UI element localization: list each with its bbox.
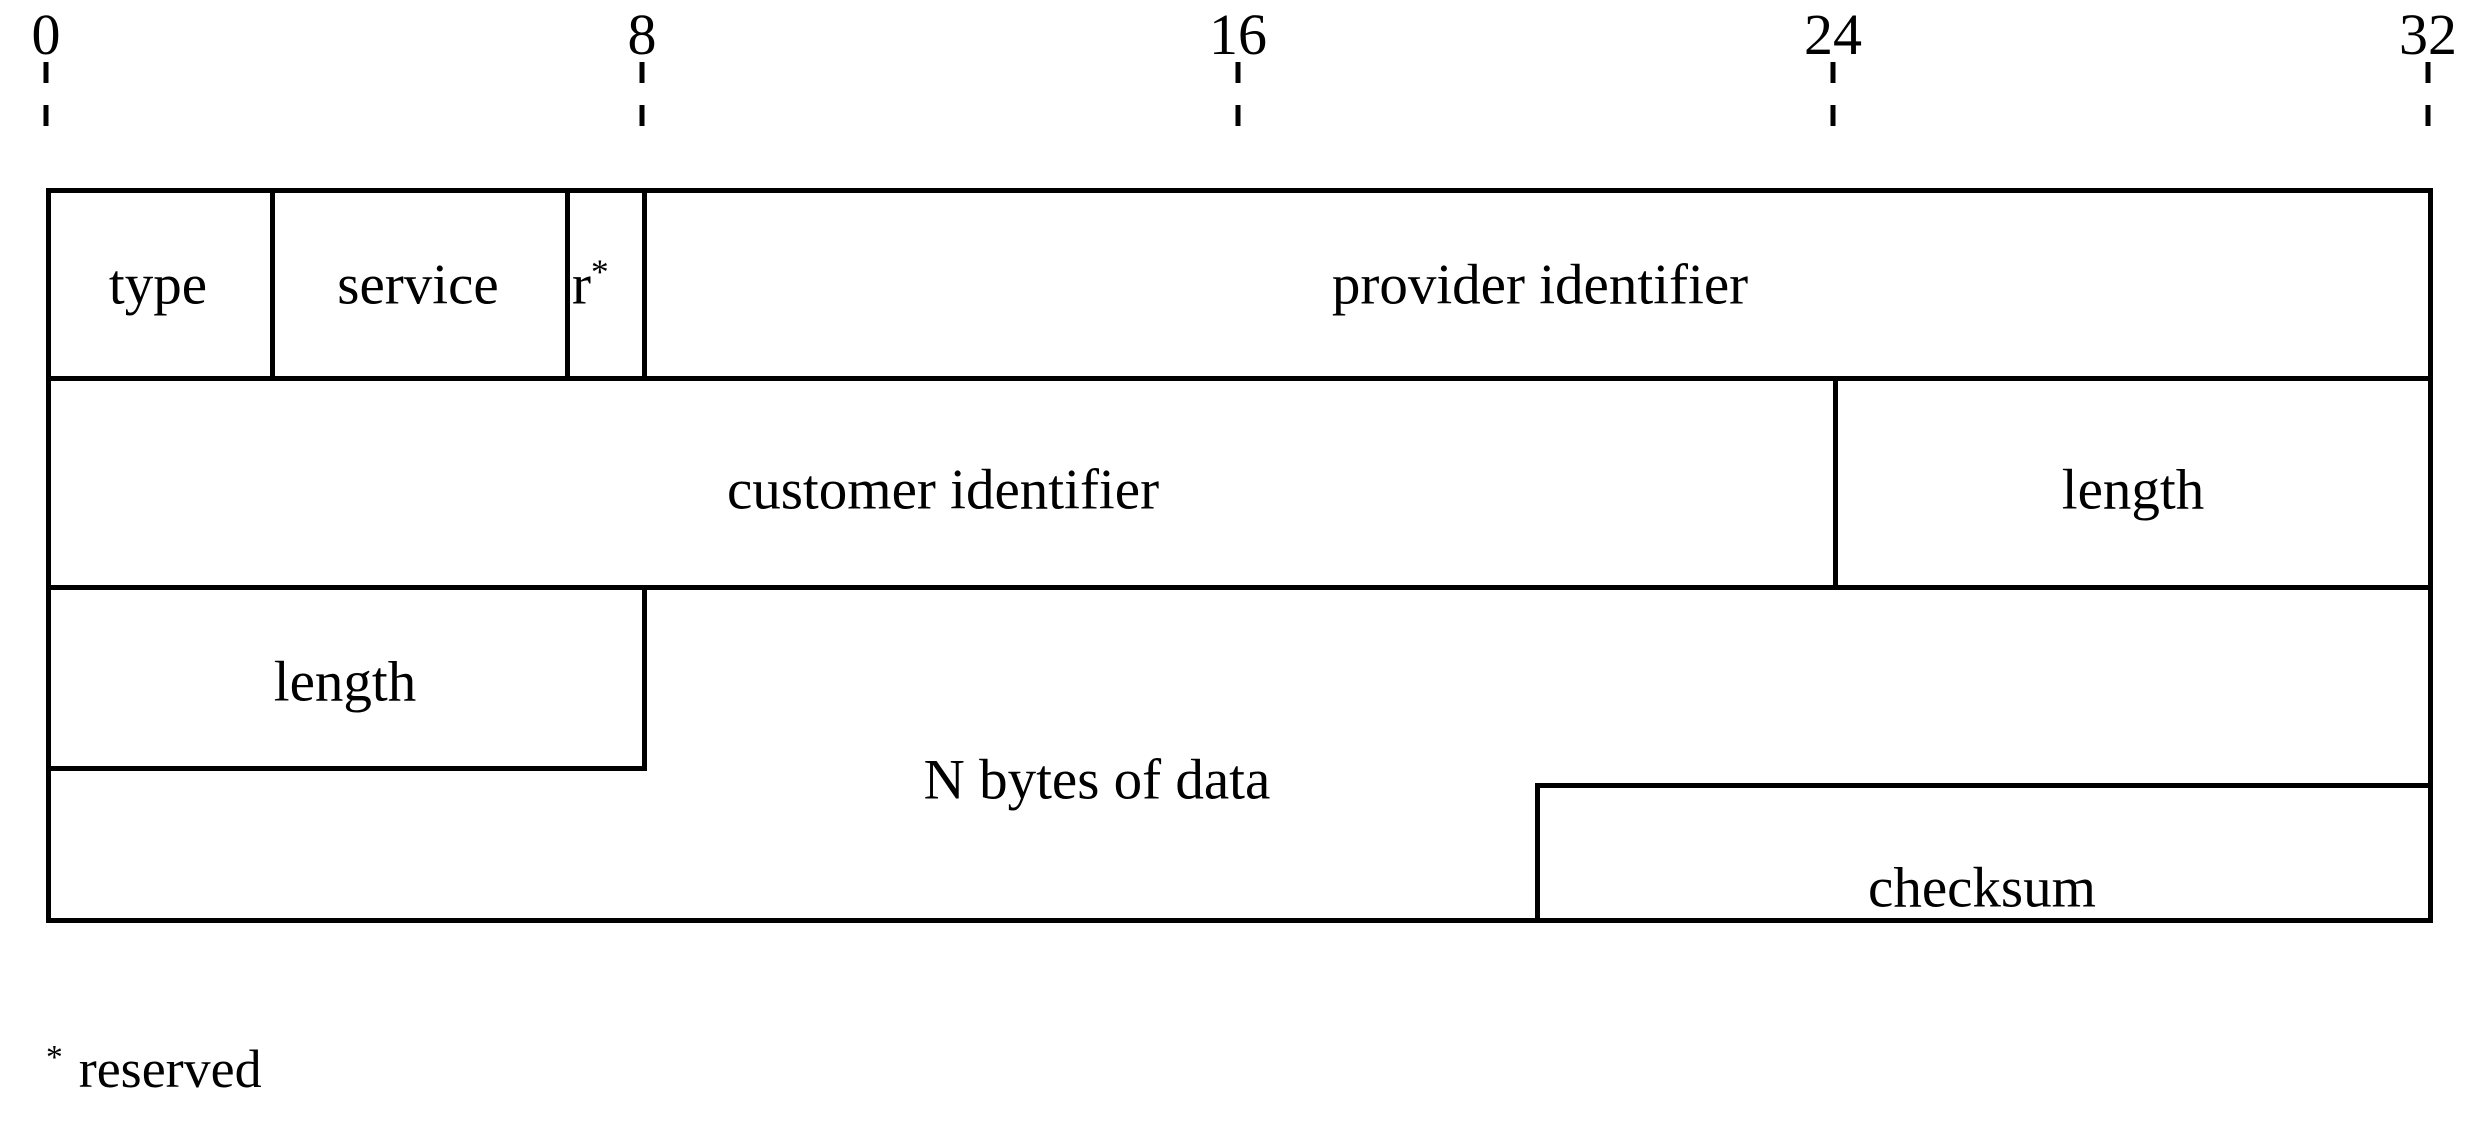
ruler-label-16: 16 bbox=[1209, 2, 1267, 67]
ruler-tick-16 bbox=[1235, 62, 1241, 126]
footnote: * reserved bbox=[46, 1039, 262, 1099]
field-divider-data-checksum bbox=[1535, 783, 1540, 923]
row-divider-3-length bbox=[46, 766, 647, 771]
row-divider-3-checksum bbox=[1535, 783, 2433, 788]
field-label-reserved-text: r bbox=[572, 253, 591, 317]
field-divider-type-service bbox=[270, 188, 275, 381]
field-divider-length-data bbox=[642, 585, 647, 771]
ruler-tick-0 bbox=[43, 62, 49, 126]
frame-top-edge bbox=[46, 188, 2433, 193]
row-divider-1 bbox=[46, 376, 2433, 381]
ruler-label-0: 0 bbox=[31, 2, 61, 67]
field-label-length-low: length bbox=[273, 650, 417, 714]
field-label-data: N bytes of data bbox=[923, 748, 1271, 812]
packet-frame: type service r* provider identifier cust… bbox=[46, 188, 2433, 923]
frame-right-edge bbox=[2428, 188, 2433, 923]
ruler-label-32: 32 bbox=[2399, 2, 2457, 67]
field-label-type: type bbox=[108, 253, 208, 317]
ruler-tick-24 bbox=[1830, 62, 1836, 126]
footnote-marker: * bbox=[46, 1039, 63, 1076]
ruler-label-24: 24 bbox=[1804, 2, 1862, 67]
field-label-checksum: checksum bbox=[1868, 856, 2096, 920]
field-label-customer-identifier: customer identifier bbox=[726, 458, 1160, 522]
field-label-reserved: r* bbox=[572, 253, 609, 317]
field-label-provider-identifier: provider identifier bbox=[1331, 253, 1749, 317]
footnote-text: reserved bbox=[78, 1039, 262, 1099]
field-divider-r-provider bbox=[642, 188, 647, 381]
ruler-label-8: 8 bbox=[627, 2, 657, 67]
footnote-marker-reserved: * bbox=[590, 252, 609, 292]
field-label-length-high: length bbox=[2061, 458, 2205, 522]
frame-bottom-edge bbox=[46, 918, 2433, 923]
row-divider-2 bbox=[46, 585, 2433, 590]
field-label-service: service bbox=[337, 253, 499, 317]
frame-left-edge bbox=[46, 188, 51, 923]
field-divider-service-r bbox=[565, 188, 570, 381]
ruler-tick-8 bbox=[639, 62, 645, 126]
field-divider-customer-length bbox=[1833, 376, 1838, 590]
ruler-tick-32 bbox=[2425, 62, 2431, 126]
